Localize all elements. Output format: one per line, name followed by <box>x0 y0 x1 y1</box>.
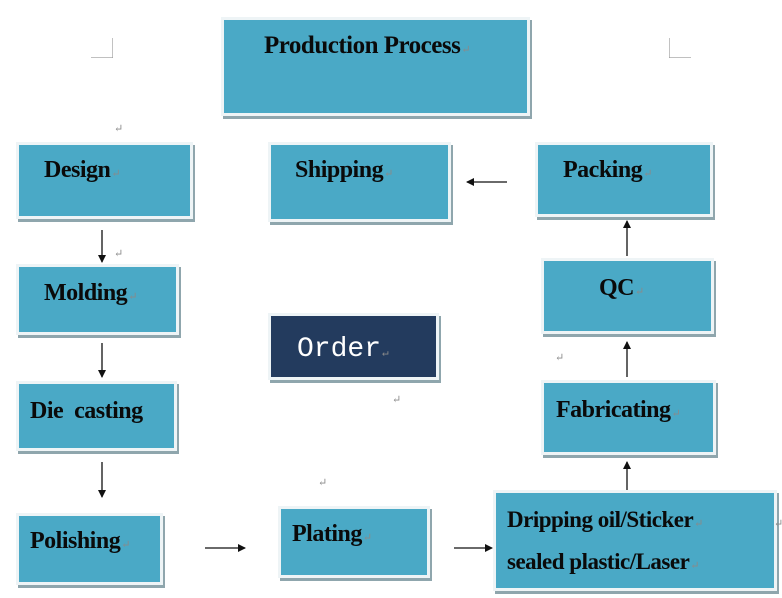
step-design: Design↵ <box>16 142 193 219</box>
step-label: QC↵ <box>599 275 644 301</box>
step-label: Molding↵ <box>44 280 137 306</box>
step-qc: QC↵ <box>541 258 714 334</box>
title-box: Production Process↵ <box>221 17 530 116</box>
order-label: Order↵ <box>297 334 389 365</box>
paragraph-mark: ↵ <box>114 123 124 135</box>
paragraph-mark: ↵ <box>392 394 402 406</box>
step-label-line2: sealed plastic/Laser↵ <box>507 549 700 574</box>
step-shipping: Shipping↵ <box>268 142 451 222</box>
step-fabricating: Fabricating↵ <box>541 380 716 455</box>
step-label: Fabricating↵ <box>556 397 681 423</box>
step-die-casting: Die casting <box>16 381 177 451</box>
step-label: Packing↵ <box>563 157 652 183</box>
order-box: Order↵ <box>268 313 439 380</box>
step-packing: Packing↵ <box>535 142 713 217</box>
step-molding: Molding↵ <box>16 264 179 335</box>
step-label: Polishing↵ <box>30 528 130 554</box>
step-label: Shipping↵ <box>295 157 393 183</box>
step-dripping-sticker-laser: Dripping oil/Sticker↵ sealed plastic/Las… <box>493 490 777 591</box>
step-label: Plating↵ <box>292 521 372 547</box>
paragraph-mark: ↵ <box>774 518 782 530</box>
paragraph-mark: ↵ <box>318 477 328 489</box>
step-plating: Plating↵ <box>278 506 430 578</box>
diagram-title: Production Process↵ <box>264 32 471 59</box>
step-label-line1: Dripping oil/Sticker↵ <box>507 507 703 532</box>
step-label: Die casting <box>30 398 143 424</box>
paragraph-mark: ↵ <box>114 248 124 260</box>
step-polishing: Polishing↵ <box>16 513 163 585</box>
step-label: Design↵ <box>44 157 121 183</box>
paragraph-mark: ↵ <box>555 352 565 364</box>
